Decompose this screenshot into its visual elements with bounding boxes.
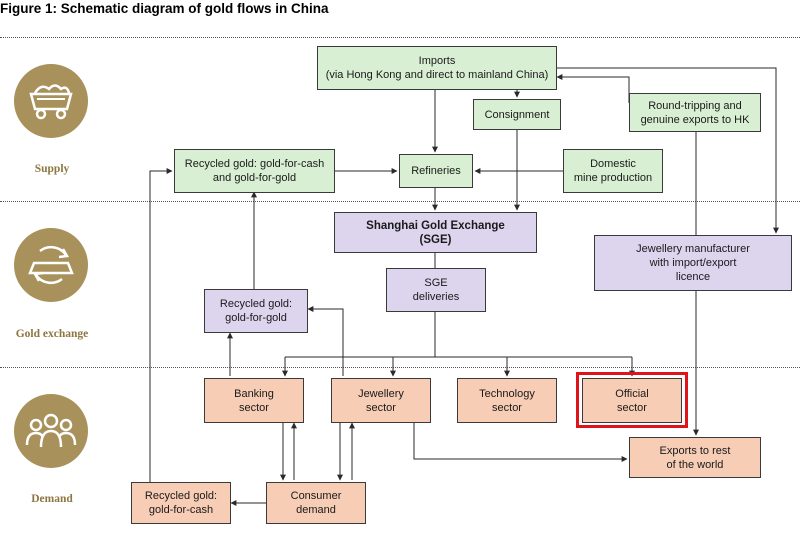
section-divider-supply-exchange — [0, 201, 800, 202]
node-shanghai-gold-exchange: Shanghai Gold Exchange (SGE) — [334, 212, 537, 253]
arrow-roundtrip-imports — [556, 74, 630, 103]
section-divider-exchange-demand — [0, 367, 800, 368]
node-recycled-gold-for-cash: Recycled gold: gold-for-cash — [131, 482, 231, 524]
node-banking-sector: Banking sector — [204, 378, 304, 423]
node-sge-deliveries: SGE deliveries — [386, 268, 486, 312]
node-consignment: Consignment — [473, 99, 561, 130]
node-domestic-mine-production: Domestic mine production — [563, 149, 663, 193]
arrow-gfc-recycled — [149, 168, 173, 482]
category-label-gold-exchange: Gold exchange — [15, 328, 89, 340]
node-jewellery-manufacturer: Jewellery manufacturer with import/expor… — [594, 235, 792, 291]
mine-cart-icon — [14, 64, 88, 138]
people-icon — [14, 394, 88, 468]
node-consumer-demand: Consumer demand — [266, 482, 366, 524]
node-refineries: Refineries — [399, 154, 473, 188]
node-technology-sector: Technology sector — [457, 378, 557, 423]
official-sector-highlight — [576, 372, 688, 428]
arrow-jewellery-exports — [413, 423, 628, 462]
gold-bar-exchange-icon — [14, 228, 88, 302]
node-exports-rest-of-world: Exports to rest of the world — [629, 437, 761, 478]
node-imports: Imports (via Hong Kong and direct to mai… — [317, 46, 557, 90]
figure-title: Figure 1: Schematic diagram of gold flow… — [0, 1, 329, 16]
node-official-sector: Official sector — [582, 378, 682, 423]
arrow-jewellery-gfg — [307, 306, 344, 376]
category-label-demand: Demand — [31, 493, 73, 505]
node-recycled-gold-cash-and-gold: Recycled gold: gold-for-cash and gold-fo… — [174, 149, 335, 193]
category-label-supply: Supply — [34, 163, 70, 175]
node-jewellery-sector: Jewellery sector — [331, 378, 431, 423]
node-round-tripping: Round-tripping and genuine exports to HK — [629, 93, 761, 132]
section-divider-top — [0, 37, 800, 38]
arrow-imports-jewellery-manufacturer — [557, 67, 779, 234]
node-recycled-gold-for-gold: Recycled gold: gold-for-gold — [204, 289, 308, 333]
